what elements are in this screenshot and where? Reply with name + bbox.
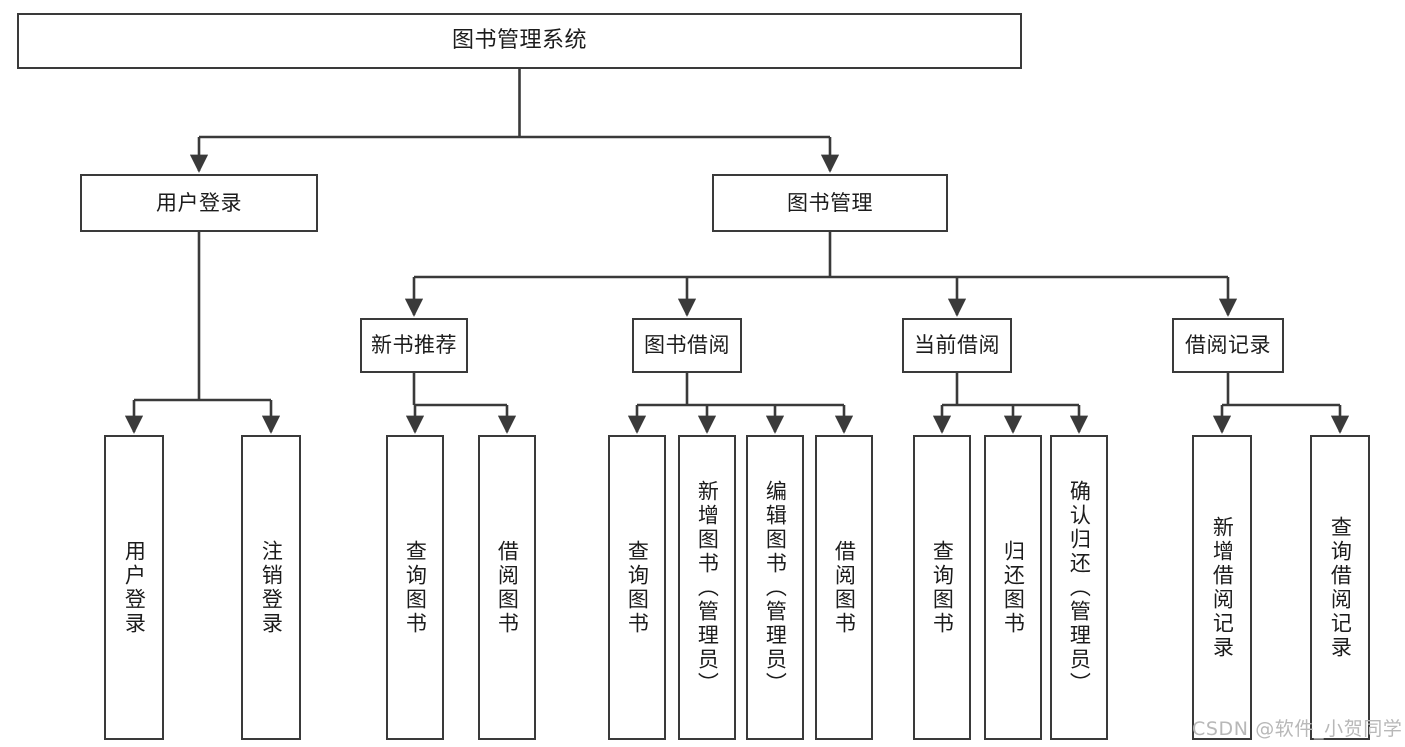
node-label: 借阅记录 <box>1185 333 1271 358</box>
node-label: 新增借阅记录 <box>1210 515 1235 660</box>
node-label: 图书借阅 <box>644 333 730 358</box>
node-label: 图书管理 <box>787 190 873 215</box>
node-leaf-confirm-return[interactable]: 确认归还（管理员） <box>1050 435 1108 740</box>
node-label: 查询图书 <box>625 539 650 636</box>
node-current-borrow[interactable]: 当前借阅 <box>902 318 1012 373</box>
node-leaf-borrow-book-1[interactable]: 借阅图书 <box>478 435 536 740</box>
node-leaf-return-book[interactable]: 归还图书 <box>984 435 1042 740</box>
node-book-manage[interactable]: 图书管理 <box>712 174 948 232</box>
node-label: 注销登录 <box>259 539 284 636</box>
csdn-watermark: CSDN @软件_小贺同学 <box>1192 718 1403 740</box>
node-label: 用户登录 <box>156 190 242 215</box>
node-label: 新书推荐 <box>371 333 457 358</box>
node-leaf-query-book-3[interactable]: 查询图书 <box>913 435 971 740</box>
node-leaf-user-login[interactable]: 用户登录 <box>104 435 164 740</box>
node-root[interactable]: 图书管理系统 <box>17 13 1022 69</box>
node-leaf-add-record[interactable]: 新增借阅记录 <box>1192 435 1252 740</box>
node-borrow-record[interactable]: 借阅记录 <box>1172 318 1284 373</box>
node-label: 图书管理系统 <box>451 28 587 54</box>
node-leaf-edit-book[interactable]: 编辑图书（管理员） <box>746 435 804 740</box>
node-label: 编辑图书（管理员） <box>763 479 788 696</box>
node-label: 查询图书 <box>403 539 428 636</box>
node-leaf-borrow-book-2[interactable]: 借阅图书 <box>815 435 873 740</box>
node-leaf-add-book[interactable]: 新增图书（管理员） <box>678 435 736 740</box>
node-label: 归还图书 <box>1001 539 1026 636</box>
node-label: 当前借阅 <box>914 333 1000 358</box>
node-leaf-query-book-1[interactable]: 查询图书 <box>386 435 444 740</box>
node-label: 借阅图书 <box>495 539 520 636</box>
node-leaf-query-book-2[interactable]: 查询图书 <box>608 435 666 740</box>
node-book-borrow[interactable]: 图书借阅 <box>632 318 742 373</box>
node-user-login[interactable]: 用户登录 <box>80 174 318 232</box>
node-leaf-user-logout[interactable]: 注销登录 <box>241 435 301 740</box>
node-label: 新增图书（管理员） <box>695 479 720 696</box>
node-leaf-query-record[interactable]: 查询借阅记录 <box>1310 435 1370 740</box>
node-label: 用户登录 <box>122 539 147 636</box>
node-label: 查询借阅记录 <box>1328 515 1353 660</box>
node-label: 查询图书 <box>930 539 955 636</box>
node-new-book-recommend[interactable]: 新书推荐 <box>360 318 468 373</box>
node-label: 确认归还（管理员） <box>1067 479 1092 696</box>
node-label: 借阅图书 <box>832 539 857 636</box>
